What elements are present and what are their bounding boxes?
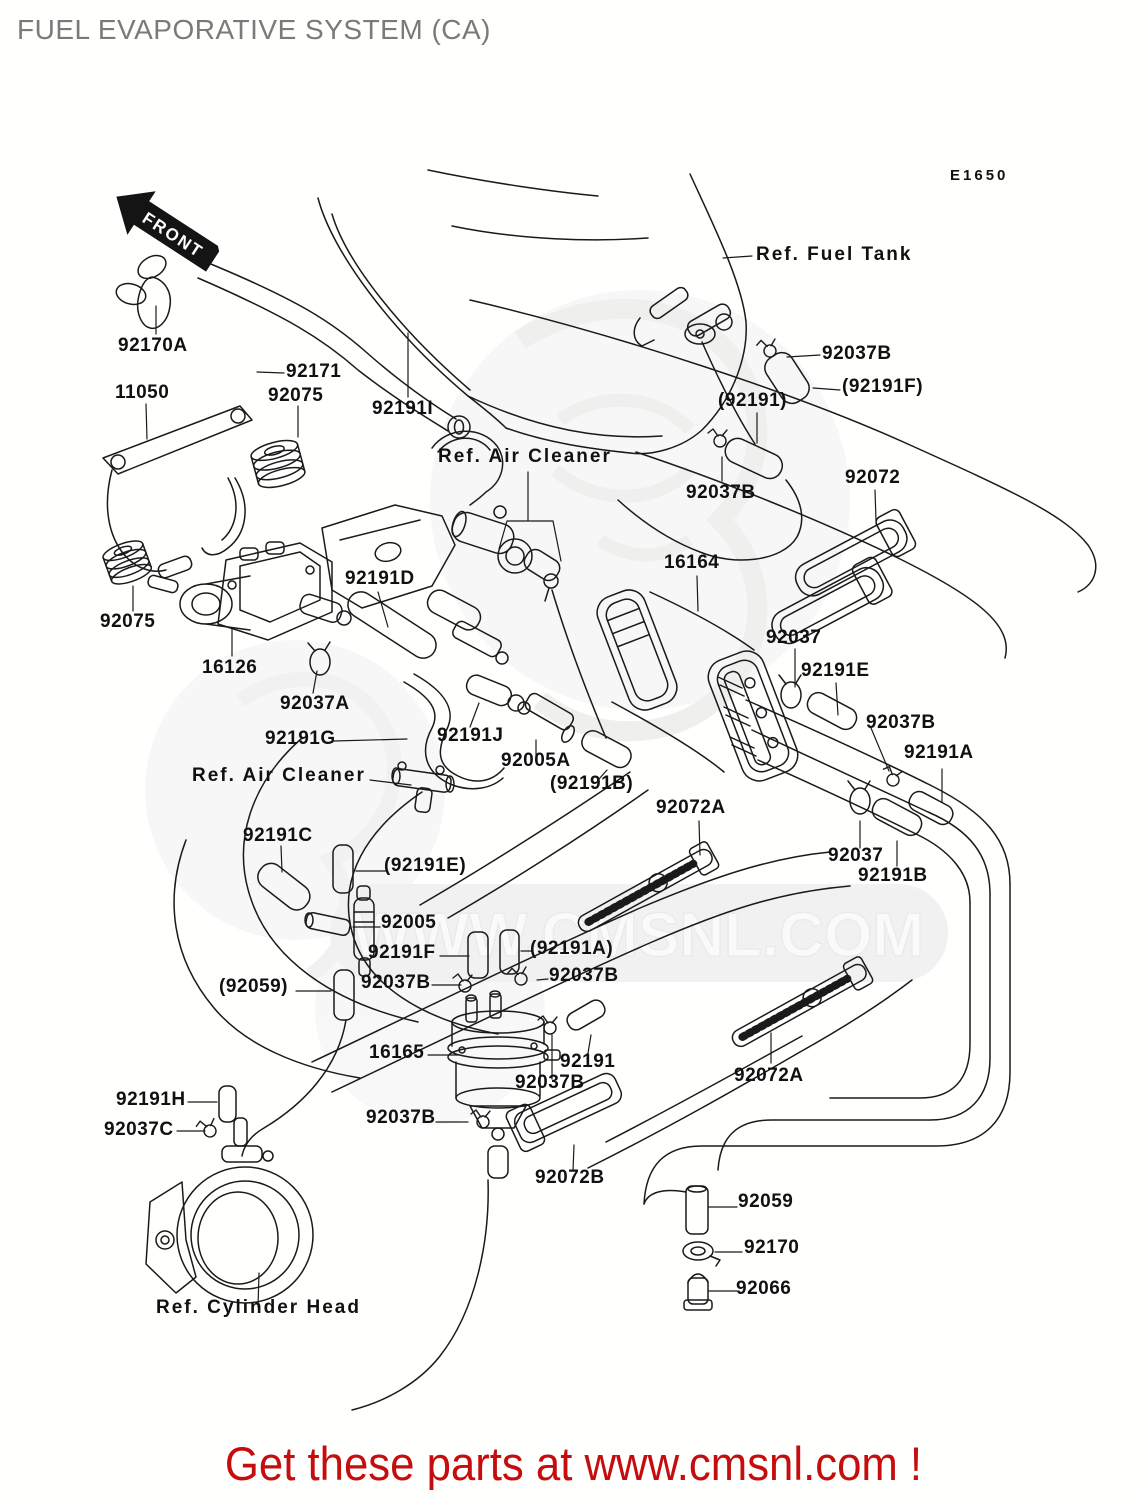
separator-16165 — [351, 990, 606, 1411]
part-number-label: 92170A — [118, 335, 188, 356]
watermark-art: WWW.CMSNL.COM — [145, 290, 948, 1125]
part-number-label: 92066 — [736, 1278, 792, 1299]
right-hose-loops — [643, 691, 1011, 1205]
part-number-label: 16164 — [664, 552, 720, 573]
part-number-label: 11050 — [115, 382, 170, 403]
part-number-label: 92191D — [345, 568, 415, 589]
part-number-label: 92191G — [265, 728, 336, 749]
hose-clamps — [194, 337, 904, 1141]
part-number-label: (92191B) — [550, 773, 634, 794]
strap-92072A-lower — [731, 956, 874, 1048]
pipe-92191J-92005A — [426, 589, 632, 769]
leader-lines — [132, 255, 943, 1308]
part-number-label: 92037B — [549, 965, 619, 986]
clamp-92170 — [682, 1241, 721, 1267]
ref-label: Ref. Air Cleaner — [438, 446, 612, 467]
page-title: FUEL EVAPORATIVE SYSTEM (CA) — [17, 14, 492, 45]
tubes-92191F-92191A — [467, 929, 520, 979]
part-number-label: 92191 — [560, 1051, 616, 1072]
bracket-92171 — [321, 430, 507, 609]
part-number-label: 92037B — [686, 482, 756, 503]
hose-92191D — [347, 591, 437, 659]
tee-fitting-air-cleaner — [391, 761, 455, 814]
front-arrow-marker — [116, 191, 220, 272]
watermark-text: WWW.CMSNL.COM — [352, 901, 927, 970]
strap-92072B — [505, 1072, 623, 1153]
part-number-label: 92037B — [361, 972, 431, 993]
part-number-label: 92191E — [801, 660, 870, 681]
part-number-label: 92170 — [744, 1237, 800, 1258]
part-number-label: (92191A) — [530, 938, 614, 959]
part-number-label: 92191F — [368, 942, 436, 963]
part-number-label: (92059) — [219, 976, 288, 997]
part-number-label: 16126 — [202, 657, 258, 678]
footer-banner: Get these parts at www.cmsnl.com ! — [224, 1437, 923, 1490]
part-number-label: 92072A — [656, 797, 726, 818]
part-number-label: 92075 — [268, 385, 324, 406]
part-number-label: 92037 — [766, 627, 822, 648]
part-number-label: 92075 — [100, 611, 156, 632]
clip-92170A — [115, 254, 172, 330]
strap-92072-a — [794, 508, 917, 597]
tank-fittings — [617, 286, 810, 561]
part-number-label: 92171 — [286, 361, 342, 382]
part-number-label: 92191I — [372, 398, 434, 419]
part-number-label: (92191) — [718, 390, 787, 411]
strap-92072-b — [771, 556, 893, 645]
part-number-label: 92037B — [515, 1072, 585, 1093]
valve-16126 — [147, 541, 352, 641]
grommet-92075-left — [102, 540, 153, 585]
part-number-label: 92072A — [734, 1065, 804, 1086]
part-number-label: 92072B — [535, 1167, 605, 1188]
part-number-label: 92059 — [738, 1191, 794, 1212]
diagram-code: E1650 — [950, 167, 1009, 184]
part-number-label: 92072 — [845, 467, 901, 488]
part-number-label: (92191E) — [384, 855, 467, 876]
part-number-label: 92037 — [828, 845, 884, 866]
part-number-label: 92191J — [437, 725, 504, 746]
fuel-tank-outline — [317, 169, 747, 455]
part-number-label: 92037C — [104, 1119, 174, 1140]
ref-label: Ref. Air Cleaner — [192, 765, 366, 786]
canister-16164 — [596, 589, 871, 815]
middle-hose-bands — [173, 737, 913, 1169]
plug-92066 — [683, 1273, 713, 1311]
cylinder-head-flange — [145, 1085, 314, 1304]
part-number-label: 92037B — [822, 343, 892, 364]
tube-92059 — [685, 1185, 709, 1235]
part-number-label: 92037A — [280, 693, 350, 714]
ref-label: Ref. Fuel Tank — [756, 244, 913, 265]
part-number-label: (92191F) — [842, 376, 924, 397]
part-number-label: 92005 — [381, 912, 437, 933]
part-number-label: 16165 — [369, 1042, 425, 1063]
air-cleaner-elbow — [451, 510, 607, 739]
part-number-label: 92037B — [866, 712, 936, 733]
part-number-label: 92191B — [858, 865, 928, 886]
part-number-label: 92037B — [366, 1107, 436, 1128]
ref-label: Ref. Cylinder Head — [156, 1297, 361, 1318]
part-number-label: 92191C — [243, 825, 313, 846]
grommet-92075-top — [250, 439, 306, 489]
part-number-label: 92191H — [116, 1089, 186, 1110]
hose-92191G — [403, 673, 505, 790]
part-number-label: 92005A — [501, 750, 571, 771]
part-number-label: 92191A — [904, 742, 974, 763]
strap-92072A-upper — [577, 841, 720, 933]
